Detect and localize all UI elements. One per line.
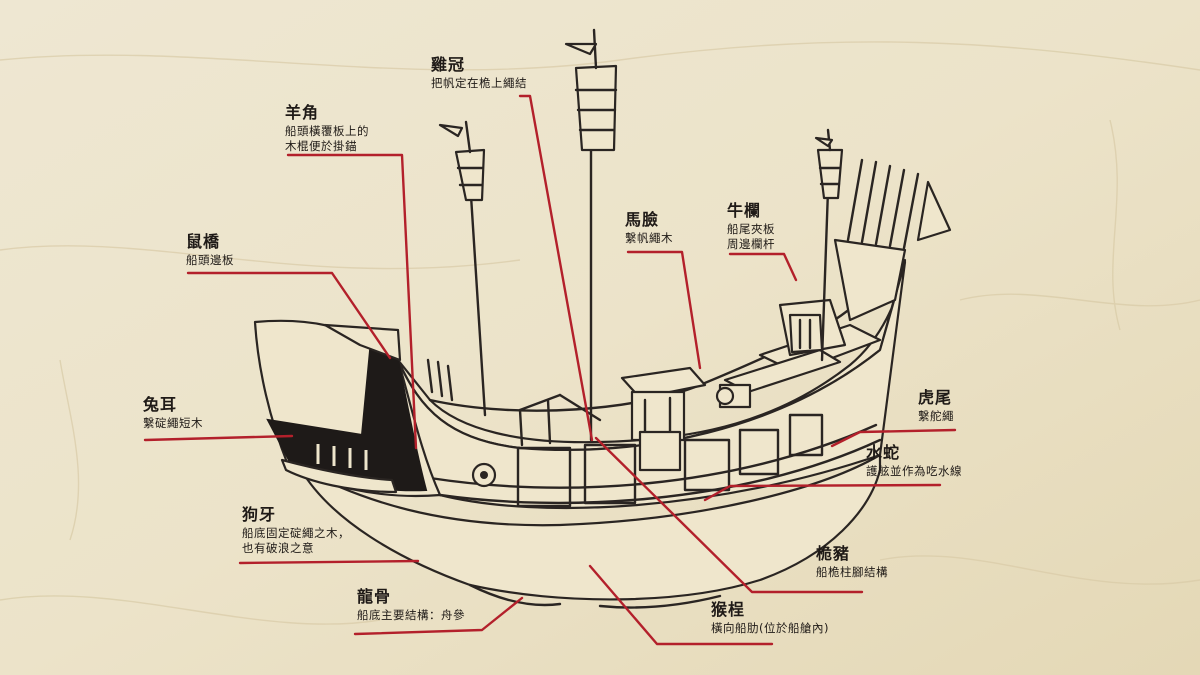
leader-shuishe [703,483,942,502]
label-jiguan: 雞冠 把帆定在桅上繩結 [431,55,527,91]
label-shuishe: 水蛇 護舷並作為吃水線 [866,443,962,479]
leader-lines [143,94,957,646]
label-tuer-desc-1: 繫碇繩短木 [143,415,203,430]
ship-drawing [253,28,952,609]
label-tuer-title: 兔耳 [143,395,178,414]
label-malian-desc-1: 繫帆繩木 [625,230,673,245]
leader-gouya [238,559,420,565]
label-gouya-desc-1: 船底固定碇繩之木， [242,525,350,540]
label-huwei-title: 虎尾 [918,388,953,407]
label-weizhu-title: 桅豬 [816,544,851,563]
leader-longgu [353,596,524,636]
masts [438,28,844,442]
wood-grain [0,41,1200,625]
label-jiguan-title: 雞冠 [431,55,466,74]
label-yangjiao-desc-1: 船頭橫覆板上的 [285,123,369,138]
label-malian-title: 馬臉 [625,210,660,229]
deckhouse [620,366,752,472]
label-yangjiao-desc-2: 木棍便於掛錨 [285,138,357,153]
label-gouya-title: 狗牙 [242,505,277,524]
label-weizhu: 桅豬 船桅柱腳結構 [816,544,888,580]
label-shuqiao: 鼠橋 船頭邊板 [186,232,234,268]
bow-slots [316,444,368,470]
label-malian: 馬臉 繫帆繩木 [625,210,673,246]
leader-huwei [830,428,957,448]
label-shuishe-title: 水蛇 [866,443,901,462]
label-gouya: 狗牙 船底固定碇繩之木， 也有破浪之意 [242,505,350,556]
label-houkuang-desc-1: 橫向船肋(位於船艙內) [711,620,829,635]
label-shuqiao-title: 鼠橋 [186,232,221,251]
leader-yangjiao [286,153,418,450]
label-niulan-title: 牛欄 [727,201,762,220]
label-jiguan-desc-1: 把帆定在桅上繩結 [431,75,527,90]
label-niulan-desc-1: 船尾夾板 [727,221,775,236]
label-huwei-desc-1: 繫舵繩 [918,408,954,423]
leader-jiguan [518,94,594,442]
label-tuer: 兔耳 繫碇繩短木 [143,395,203,431]
leader-shuqiao [186,271,392,360]
label-longgu-title: 龍骨 [357,587,392,606]
label-yangjiao-title: 羊角 [285,103,320,122]
leader-houkuang [588,564,774,646]
label-longgu-desc-1: 船底主要結構：舟參 [357,607,465,622]
label-niulan: 牛欄 船尾夾板 周邊欄杆 [727,201,775,252]
label-houkuang: 猴桯 橫向船肋(位於船艙內) [711,600,829,636]
stern-castle [723,158,952,394]
label-niulan-desc-2: 周邊欄杆 [727,236,775,251]
label-huwei: 虎尾 繫舵繩 [918,388,954,424]
leader-weizhu [594,436,864,594]
hull-bottom [298,453,882,601]
bow-railing [426,358,454,402]
label-gouya-desc-2: 也有破浪之意 [242,540,314,555]
label-shuqiao-desc-1: 船頭邊板 [186,252,234,267]
leader-tuer [143,434,294,442]
hull-panels [516,413,824,508]
label-houkuang-title: 猴桯 [711,600,746,619]
leader-niulan [728,252,798,282]
label-yangjiao: 羊角 船頭橫覆板上的 木棍便於掛錨 [285,103,369,154]
label-weizhu-desc-1: 船桅柱腳結構 [816,564,888,579]
label-shuishe-desc-1: 護舷並作為吃水線 [866,463,962,478]
leader-malian [626,250,702,370]
label-longgu: 龍骨 船底主要結構：舟參 [357,587,465,623]
